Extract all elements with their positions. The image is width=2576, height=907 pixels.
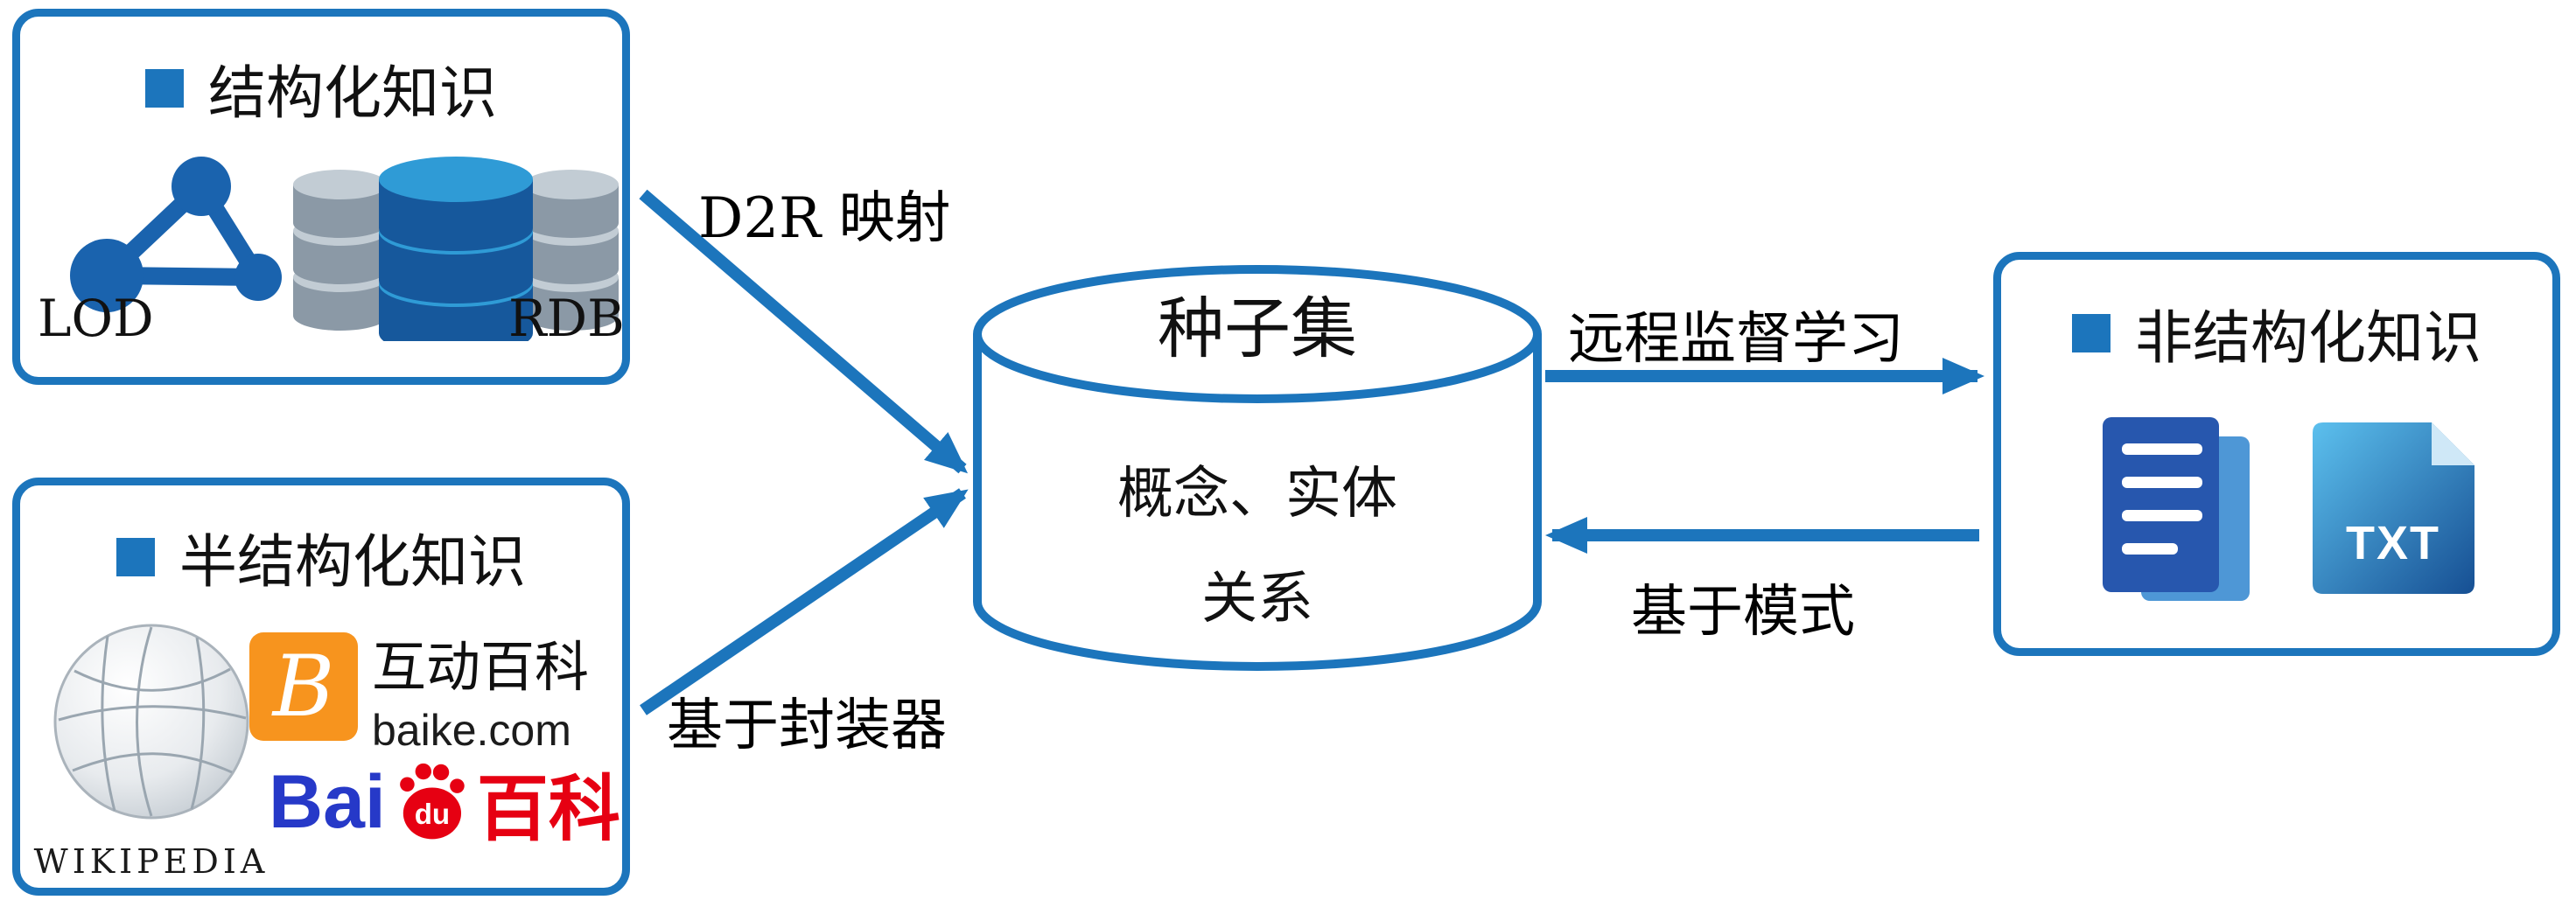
bullet-square-icon [145, 69, 184, 108]
arrow-d2r [639, 189, 969, 474]
wikipedia-globe-icon [53, 624, 249, 820]
seed-set-title: 种子集 [1158, 290, 1357, 367]
edge-label-wrapper: 基于封装器 [667, 694, 947, 758]
rdb-database-icon [293, 157, 619, 341]
unstructured-knowledge-box: 非结构化知识 TXT [1993, 252, 2560, 656]
bullet-square-icon [116, 538, 155, 576]
edge-label-pattern-based: 基于模式 [1631, 580, 1855, 645]
txt-file-icon: TXT [2313, 422, 2474, 594]
edge-label-distant-supervision: 远程监督学习 [1568, 307, 1904, 372]
hudong-name: 互动百科 [372, 635, 590, 699]
baidu-baike-logo: Bai du 百科 [269, 758, 620, 849]
structured-box-title: 结构化知识 [208, 59, 497, 127]
baidu-du-text: du [415, 799, 450, 831]
baidu-paw-icon: du [399, 763, 465, 840]
baidu-bai-text: Bai [269, 759, 386, 844]
semi-structured-box-title: 半结构化知识 [179, 528, 526, 596]
baidu-baike-text: 百科 [476, 769, 620, 849]
edge-label-d2r: D2R 映射 [698, 186, 951, 251]
hudong-domain: baike.com [372, 706, 571, 755]
bullet-square-icon [2072, 314, 2110, 352]
seed-cylinder [973, 265, 1542, 671]
structured-knowledge-box: 结构化知识 LOD [12, 9, 630, 385]
lod-graph-icon [70, 157, 282, 312]
semi-structured-knowledge-box: 半结构化知识 WIKIPEDIA B [12, 478, 630, 896]
seed-set-line1: 概念、实体 [1117, 462, 1397, 527]
document-icon [2103, 417, 2250, 601]
hudong-logo-icon: B [249, 632, 358, 741]
unstructured-box-title: 非结构化知识 [2135, 304, 2482, 372]
arrow-wrapper [640, 488, 969, 715]
wikipedia-wordmark: WIKIPEDIA [33, 842, 270, 881]
seed-set-line2: 关系 [1201, 567, 1313, 631]
hudong-logo-letter: B [272, 638, 335, 736]
rdb-label: RDB [508, 289, 625, 348]
txt-label: TXT [2346, 517, 2440, 569]
lod-label: LOD [38, 289, 154, 348]
